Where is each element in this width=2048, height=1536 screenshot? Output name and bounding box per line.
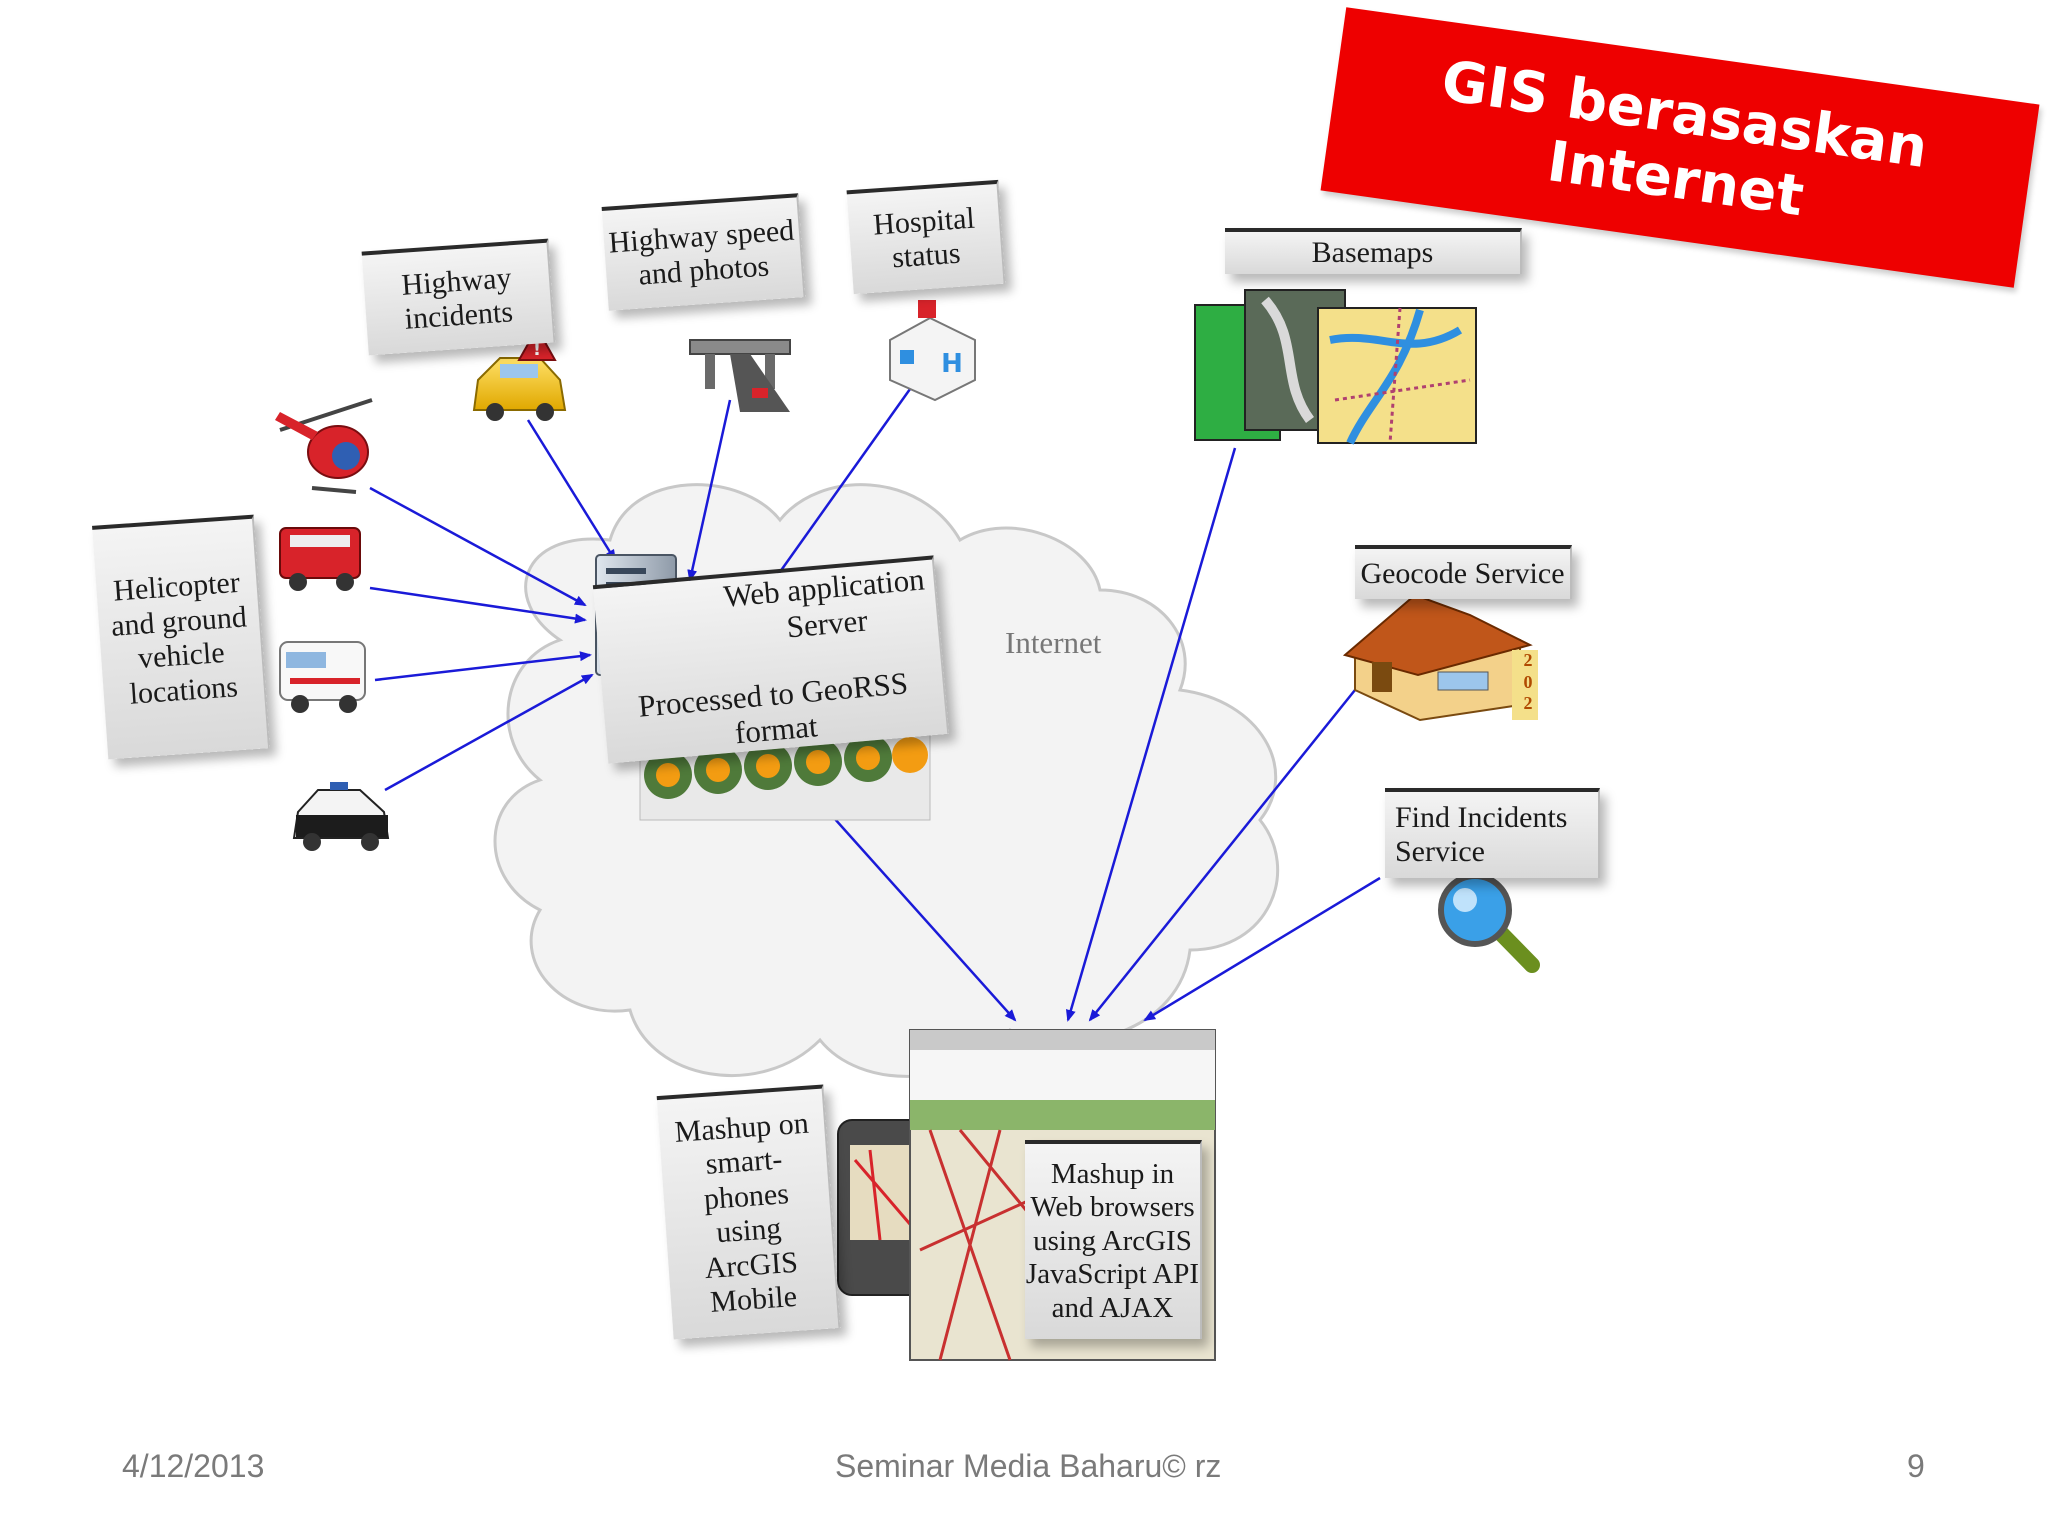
svg-text:!: ! xyxy=(533,339,541,360)
web-app-server-text: Web application Server xyxy=(722,561,926,645)
label-internet: Internet xyxy=(1005,625,1102,660)
label-house-number: 2 0 2 xyxy=(1523,650,1533,714)
helicopter-icon xyxy=(275,398,373,494)
label-mashup-browsers: Mashup in Web browsers using ArcGIS Java… xyxy=(1025,1140,1202,1339)
label-hospital-status: Hospital status xyxy=(846,179,1006,295)
footer-page-number: 9 xyxy=(1907,1448,1925,1484)
basemap-tiles-icon xyxy=(1194,289,1477,445)
house-icon xyxy=(1342,593,1538,722)
footer-date: 4/12/2013 xyxy=(122,1448,265,1484)
magnifier-icon xyxy=(1438,873,1540,973)
label-highway-incidents: Highway incidents xyxy=(361,238,556,356)
label-mashup-phones: Mashup on smart- phones using ArcGIS Mob… xyxy=(656,1084,841,1340)
svg-text:H: H xyxy=(941,349,963,379)
police-car-icon xyxy=(292,782,390,851)
label-geocode-service: Geocode Service xyxy=(1355,545,1572,599)
rss-feed-icon xyxy=(639,734,931,821)
label-highway-speed: Highway speed and photos xyxy=(601,193,806,311)
car-accident-icon: ! xyxy=(472,325,567,421)
label-web-app-server: Web application Server Processed to GeoR… xyxy=(592,555,950,764)
fire-truck-icon xyxy=(279,527,361,591)
hospital-icon: H xyxy=(889,300,976,402)
ambulance-icon xyxy=(279,641,366,713)
label-find-incidents: Find Incidents Service xyxy=(1385,788,1600,878)
footer-center: Seminar Media Baharu© rz xyxy=(835,1448,1222,1484)
label-basemaps: Basemaps xyxy=(1225,228,1522,274)
label-helicopter-vehicles: Helicopter and ground vehicle locations xyxy=(92,514,270,760)
highway-overpass-icon xyxy=(689,339,791,412)
